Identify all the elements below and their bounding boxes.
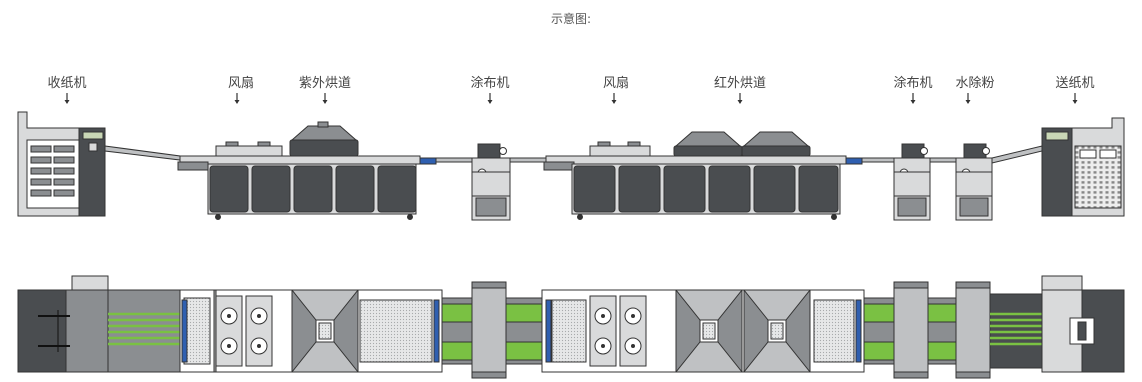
top-view: [17, 275, 1125, 379]
arrow-down-icon: [910, 93, 916, 104]
paper-collector-side: [17, 111, 106, 217]
arrow-down-icon: [1072, 93, 1078, 104]
ir-tunnel-side: [509, 131, 863, 220]
arrow-down-icon: [234, 93, 240, 104]
arrow-down-icon: [965, 93, 971, 104]
arrow-down-icon: [487, 93, 493, 104]
label-coater-1: 涂布机: [470, 76, 510, 91]
label-fan-2: 风扇: [602, 76, 630, 91]
label-fan-1: 风扇: [227, 76, 255, 91]
water-powder-remover-side: [929, 143, 993, 221]
uv-tunnel-side: [177, 121, 437, 220]
diagram-title: 示意图:: [550, 12, 592, 26]
label-ir-tunnel: 红外烘道: [713, 76, 767, 91]
arrow-down-icon: [64, 93, 70, 104]
paper-feeder-side: [1041, 117, 1125, 217]
coater-1-side: [435, 143, 511, 221]
label-coater-2: 涂布机: [893, 76, 933, 91]
label-paper-collector: 收纸机: [47, 76, 87, 91]
coater-2-side: [861, 143, 931, 221]
arrow-down-icon: [737, 93, 743, 104]
label-water-powder-remover: 水除粉: [955, 76, 995, 91]
label-paper-feeder: 送纸机: [1055, 76, 1095, 91]
arrow-down-icon: [611, 93, 617, 104]
label-uv-tunnel: 紫外烘道: [298, 76, 352, 91]
arrow-down-icon: [322, 93, 328, 104]
side-view: [17, 111, 1125, 221]
